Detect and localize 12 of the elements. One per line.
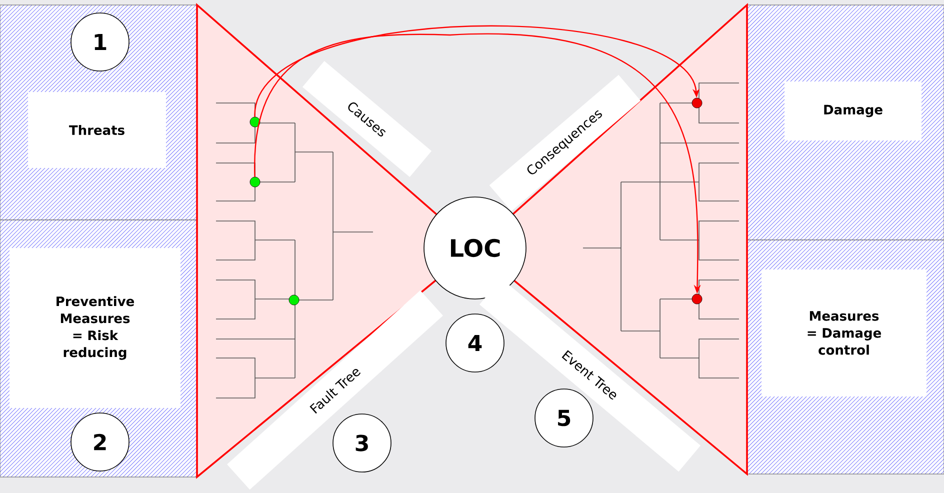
junction-dot [692,294,702,304]
text-box: Measures = Damage control [762,270,926,396]
text-box: Preventive Measures = Risk reducing [10,248,180,408]
node-label: Preventive Measures = Risk reducing [56,296,134,360]
junction-dot [250,116,260,128]
arrow [254,26,700,117]
junction-dot [288,294,300,306]
node-label: Threats [69,124,124,136]
junction-dot [250,176,260,188]
junction-dot [692,98,702,108]
text-box: Threats [28,92,166,168]
text-box: Damage [784,82,922,140]
